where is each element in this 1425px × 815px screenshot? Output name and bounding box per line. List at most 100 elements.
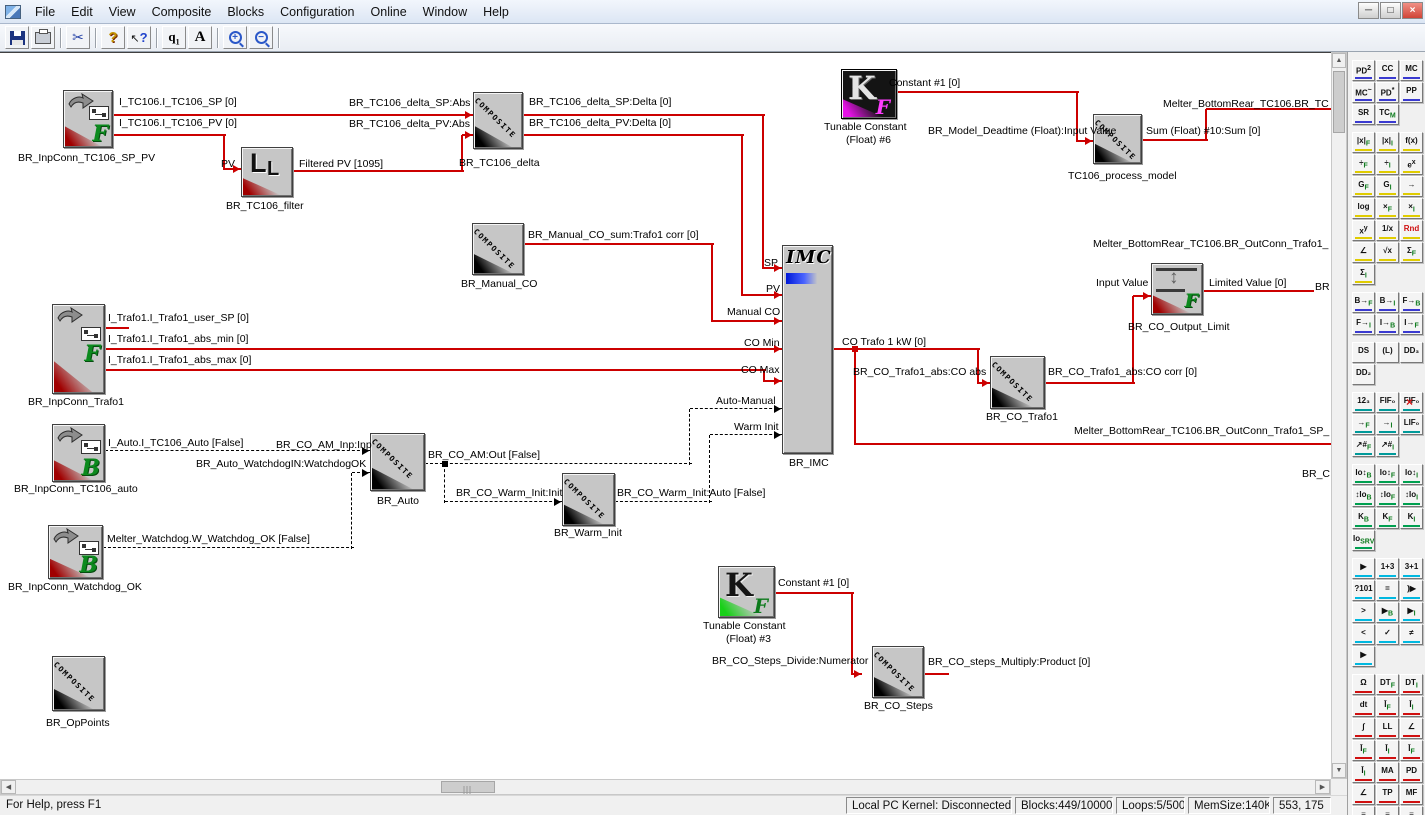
palette-block-button[interactable]: ▶: [1352, 646, 1375, 667]
palette-block-button[interactable]: MF: [1400, 784, 1423, 805]
palette-block-button[interactable]: ≠: [1400, 624, 1423, 645]
zoom-in-button[interactable]: +: [223, 26, 247, 49]
block-br-tc106-delta[interactable]: COMPOSITE: [473, 92, 523, 149]
palette-block-button[interactable]: 3+1: [1400, 558, 1423, 579]
palette-block-button[interactable]: DD₃: [1400, 342, 1423, 363]
palette-block-button[interactable]: dt: [1352, 696, 1375, 717]
palette-block-button[interactable]: xy: [1352, 220, 1375, 241]
palette-block-button[interactable]: ΣI: [1352, 264, 1375, 285]
palette-block-button[interactable]: ↕IoF: [1376, 486, 1399, 507]
palette-block-button[interactable]: ×F: [1376, 198, 1399, 219]
palette-block-button[interactable]: ∫: [1352, 718, 1375, 739]
palette-block-button[interactable]: ex: [1400, 154, 1423, 175]
palette-block-button[interactable]: KF: [1376, 508, 1399, 529]
palette-block-button[interactable]: GI: [1376, 176, 1399, 197]
palette-block-button[interactable]: PD: [1400, 762, 1423, 783]
palette-block-button[interactable]: ĪI: [1376, 740, 1399, 761]
palette-block-button[interactable]: PD2: [1352, 60, 1375, 81]
palette-block-button[interactable]: |x|F: [1352, 132, 1375, 153]
palette-block-button[interactable]: ĪI: [1400, 696, 1423, 717]
scroll-right-button[interactable]: ▶: [1315, 780, 1330, 794]
palette-block-button[interactable]: (L): [1376, 342, 1399, 363]
palette-block-button[interactable]: =: [1376, 580, 1399, 601]
restore-button[interactable]: □: [1380, 2, 1401, 19]
palette-block-button[interactable]: F→B: [1400, 292, 1423, 313]
palette-block-button[interactable]: ÷F: [1352, 154, 1375, 175]
palette-block-button[interactable]: KI: [1400, 508, 1423, 529]
menu-configuration[interactable]: Configuration: [280, 4, 355, 19]
scroll-left-button[interactable]: ◀: [1, 780, 16, 794]
palette-block-button[interactable]: FIF₀×: [1400, 392, 1423, 413]
block-br-inpconn-watchdog-ok[interactable]: B: [48, 525, 103, 579]
palette-block-button[interactable]: TCM: [1376, 104, 1399, 125]
palette-block-button[interactable]: →F: [1352, 414, 1375, 435]
palette-block-button[interactable]: ΣF: [1400, 242, 1423, 263]
palette-block-button[interactable]: ∠: [1352, 242, 1375, 263]
palette-block-button[interactable]: Io↕B: [1352, 464, 1375, 485]
palette-block-button[interactable]: CC: [1376, 60, 1399, 81]
palette-block-button[interactable]: PD*: [1376, 82, 1399, 103]
palette-block-button[interactable]: MA: [1376, 762, 1399, 783]
palette-block-button[interactable]: ĪF: [1352, 740, 1375, 761]
palette-block-button[interactable]: ĪF: [1376, 696, 1399, 717]
block-br-co-output-limit[interactable]: ↕F: [1151, 263, 1203, 315]
palette-block-button[interactable]: ĪF: [1400, 740, 1423, 761]
menu-composite[interactable]: Composite: [151, 4, 212, 19]
palette-block-button[interactable]: I→B: [1376, 314, 1399, 335]
block-tc106-process-model[interactable]: COMPOSITE: [1093, 114, 1142, 164]
palette-block-button[interactable]: F→I: [1352, 314, 1375, 335]
palette-block-button[interactable]: 1+3: [1376, 558, 1399, 579]
palette-block-button[interactable]: DS: [1352, 342, 1375, 363]
palette-block-button[interactable]: LIF₀: [1400, 414, 1423, 435]
palette-block-button[interactable]: TP: [1376, 784, 1399, 805]
text-labels-button[interactable]: A: [188, 26, 212, 49]
palette-block-button[interactable]: B→I: [1376, 292, 1399, 313]
vertical-scrollbar[interactable]: ▲ ▼: [1331, 52, 1347, 779]
zoom-out-button[interactable]: −: [249, 26, 273, 49]
palette-block-button[interactable]: SR: [1352, 104, 1375, 125]
block-br-imc[interactable]: IMC: [782, 245, 833, 454]
palette-block-button[interactable]: ↕IoI: [1400, 486, 1423, 507]
palette-block-button[interactable]: ∠: [1400, 718, 1423, 739]
palette-block-button[interactable]: ▶B: [1376, 602, 1399, 623]
close-button[interactable]: ×: [1402, 2, 1423, 19]
palette-block-button[interactable]: ≡: [1352, 806, 1375, 815]
palette-block-button[interactable]: KB: [1352, 508, 1375, 529]
menu-file[interactable]: File: [35, 4, 56, 19]
minimize-button[interactable]: ─: [1358, 2, 1379, 19]
hscroll-thumb[interactable]: [441, 781, 495, 794]
block-br-inpconn-trafo1[interactable]: F: [52, 304, 105, 394]
palette-block-button[interactable]: IoSRV: [1352, 530, 1375, 551]
palette-block-button[interactable]: ÷I: [1376, 154, 1399, 175]
font-quality-button[interactable]: q1: [162, 26, 186, 49]
block-br-warm-init[interactable]: COMPOSITE: [562, 473, 615, 526]
scroll-down-button[interactable]: ▼: [1332, 763, 1346, 778]
palette-block-button[interactable]: DTF: [1376, 674, 1399, 695]
block-br-auto[interactable]: COMPOSITE: [370, 433, 425, 491]
menu-online[interactable]: Online: [370, 4, 407, 19]
block-br-co-steps[interactable]: COMPOSITE: [872, 646, 924, 698]
palette-block-button[interactable]: FIF₀: [1376, 392, 1399, 413]
app-icon[interactable]: [5, 4, 21, 19]
palette-block-button[interactable]: |x|I: [1376, 132, 1399, 153]
palette-block-button[interactable]: ▶: [1352, 558, 1375, 579]
palette-block-button[interactable]: ▶I: [1400, 602, 1423, 623]
palette-block-button[interactable]: ≡: [1400, 806, 1423, 815]
palette-block-button[interactable]: >: [1352, 602, 1375, 623]
save-button[interactable]: [5, 26, 29, 49]
palette-block-button[interactable]: I→F: [1400, 314, 1423, 335]
palette-block-button[interactable]: 12₃: [1352, 392, 1375, 413]
palette-block-button[interactable]: ↗#I: [1376, 436, 1399, 457]
block-br-inpconn-tc106-auto[interactable]: B: [52, 424, 105, 482]
palette-block-button[interactable]: ✓: [1376, 624, 1399, 645]
palette-block-button[interactable]: ?101: [1352, 580, 1375, 601]
palette-block-button[interactable]: →I: [1376, 414, 1399, 435]
scroll-up-button[interactable]: ▲: [1332, 53, 1346, 68]
block-br-oppoints[interactable]: COMPOSITE: [52, 656, 105, 711]
menu-blocks[interactable]: Blocks: [227, 4, 265, 19]
print-button[interactable]: [31, 26, 55, 49]
horizontal-scrollbar[interactable]: ◀ ▶: [0, 779, 1331, 795]
palette-block-button[interactable]: Io↕I: [1400, 464, 1423, 485]
